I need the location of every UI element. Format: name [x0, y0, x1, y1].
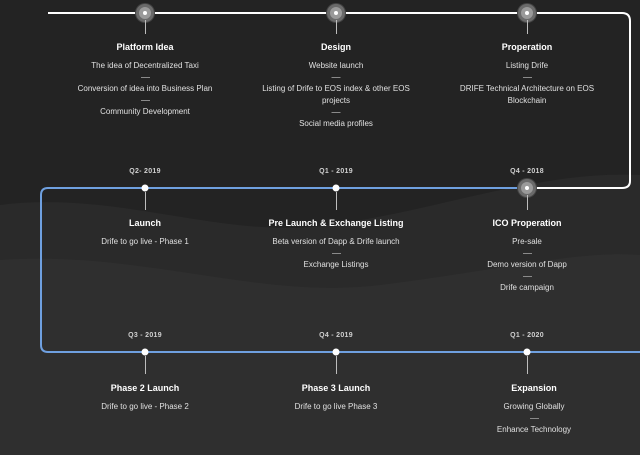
- milestone-item: Drife campaign: [500, 283, 554, 292]
- divider: [331, 253, 341, 254]
- divider: [529, 418, 539, 419]
- milestone-title: Expansion: [511, 383, 557, 393]
- milestone-title: Platform Idea: [116, 42, 174, 52]
- milestone-item: Growing Globally: [503, 402, 565, 411]
- milestone-title: Properation: [501, 42, 553, 52]
- milestone-item: DRIFE Technical Architecture on EOS Bloc…: [459, 84, 595, 105]
- milestone-item: Listing Drife: [505, 61, 549, 70]
- milestone-item: Drife to go live - Phase 2: [101, 402, 189, 411]
- timeline-stem: [145, 20, 146, 34]
- milestone-item: Drife to go live Phase 3: [294, 402, 378, 411]
- milestone-date: Q1 - 2020: [510, 332, 544, 339]
- milestone-item: Demo version of Dapp: [487, 260, 567, 269]
- divider: [140, 100, 150, 101]
- timeline-stem: [336, 356, 337, 374]
- milestone-title: ICO Properation: [492, 218, 562, 228]
- milestone-title: Design: [320, 42, 351, 52]
- milestone-phase-3-launch: Phase 3 Launch Drife to go live Phase 3: [246, 383, 426, 413]
- milestone-title: Phase 3 Launch: [301, 383, 371, 393]
- timeline-stem: [336, 192, 337, 210]
- milestone-platform-idea: Platform Idea The idea of Decentralized …: [55, 42, 235, 118]
- timeline-stem: [527, 20, 528, 34]
- milestone-item: Social media profiles: [299, 119, 373, 128]
- timeline-node: [332, 184, 340, 192]
- timeline-node: [332, 348, 340, 356]
- milestone-item: Conversion of idea into Business Plan: [77, 84, 213, 93]
- timeline-node: [523, 348, 531, 356]
- divider: [331, 77, 341, 78]
- milestone-design: Design Website launch Listing of Drife t…: [249, 42, 424, 130]
- milestone-phase-2-launch: Phase 2 Launch Drife to go live - Phase …: [55, 383, 235, 413]
- milestone-date: Q4 - 2019: [319, 332, 353, 339]
- milestone-item: Beta version of Dapp & Drife launch: [272, 237, 400, 246]
- milestone-item: Listing of Drife to EOS index & other EO…: [262, 84, 410, 105]
- timeline-node: [141, 184, 149, 192]
- milestone-item: Enhance Technology: [496, 425, 572, 434]
- divider: [522, 77, 532, 78]
- milestone-item: Pre-sale: [512, 237, 542, 246]
- milestone-ico-properation: ICO Properation Pre-sale Demo version of…: [452, 218, 602, 294]
- divider: [522, 253, 532, 254]
- timeline-stem: [145, 192, 146, 210]
- timeline-stem: [336, 20, 337, 34]
- milestone-item: The idea of Decentralized Taxi: [91, 61, 199, 70]
- milestone-item: Website launch: [308, 61, 364, 70]
- milestone-date: Q3 - 2019: [128, 332, 162, 339]
- milestone-item: Community Development: [100, 107, 190, 116]
- milestone-pre-launch: Pre Launch & Exchange Listing Beta versi…: [246, 218, 426, 271]
- milestone-title: Launch: [128, 218, 161, 228]
- timeline-stem: [527, 195, 528, 210]
- milestone-date: Q2- 2019: [129, 168, 161, 175]
- milestone-date: Q1 - 2019: [319, 168, 353, 175]
- milestone-expansion: Expansion Growing Globally Enhance Techn…: [459, 383, 609, 436]
- milestone-title: Pre Launch & Exchange Listing: [268, 218, 404, 228]
- divider: [140, 77, 150, 78]
- milestone-title: Phase 2 Launch: [110, 383, 180, 393]
- milestone-item: Drife to go live - Phase 1: [101, 237, 189, 246]
- milestone-properation: Properation Listing Drife DRIFE Technica…: [452, 42, 602, 107]
- divider: [331, 112, 341, 113]
- milestone-date: Q4 - 2018: [510, 168, 544, 175]
- milestone-item: Exchange Listings: [303, 260, 369, 269]
- timeline-node: [141, 348, 149, 356]
- milestone-launch: Launch Drife to go live - Phase 1: [55, 218, 235, 248]
- divider: [522, 276, 532, 277]
- timeline-stem: [527, 356, 528, 374]
- timeline-stem: [145, 356, 146, 374]
